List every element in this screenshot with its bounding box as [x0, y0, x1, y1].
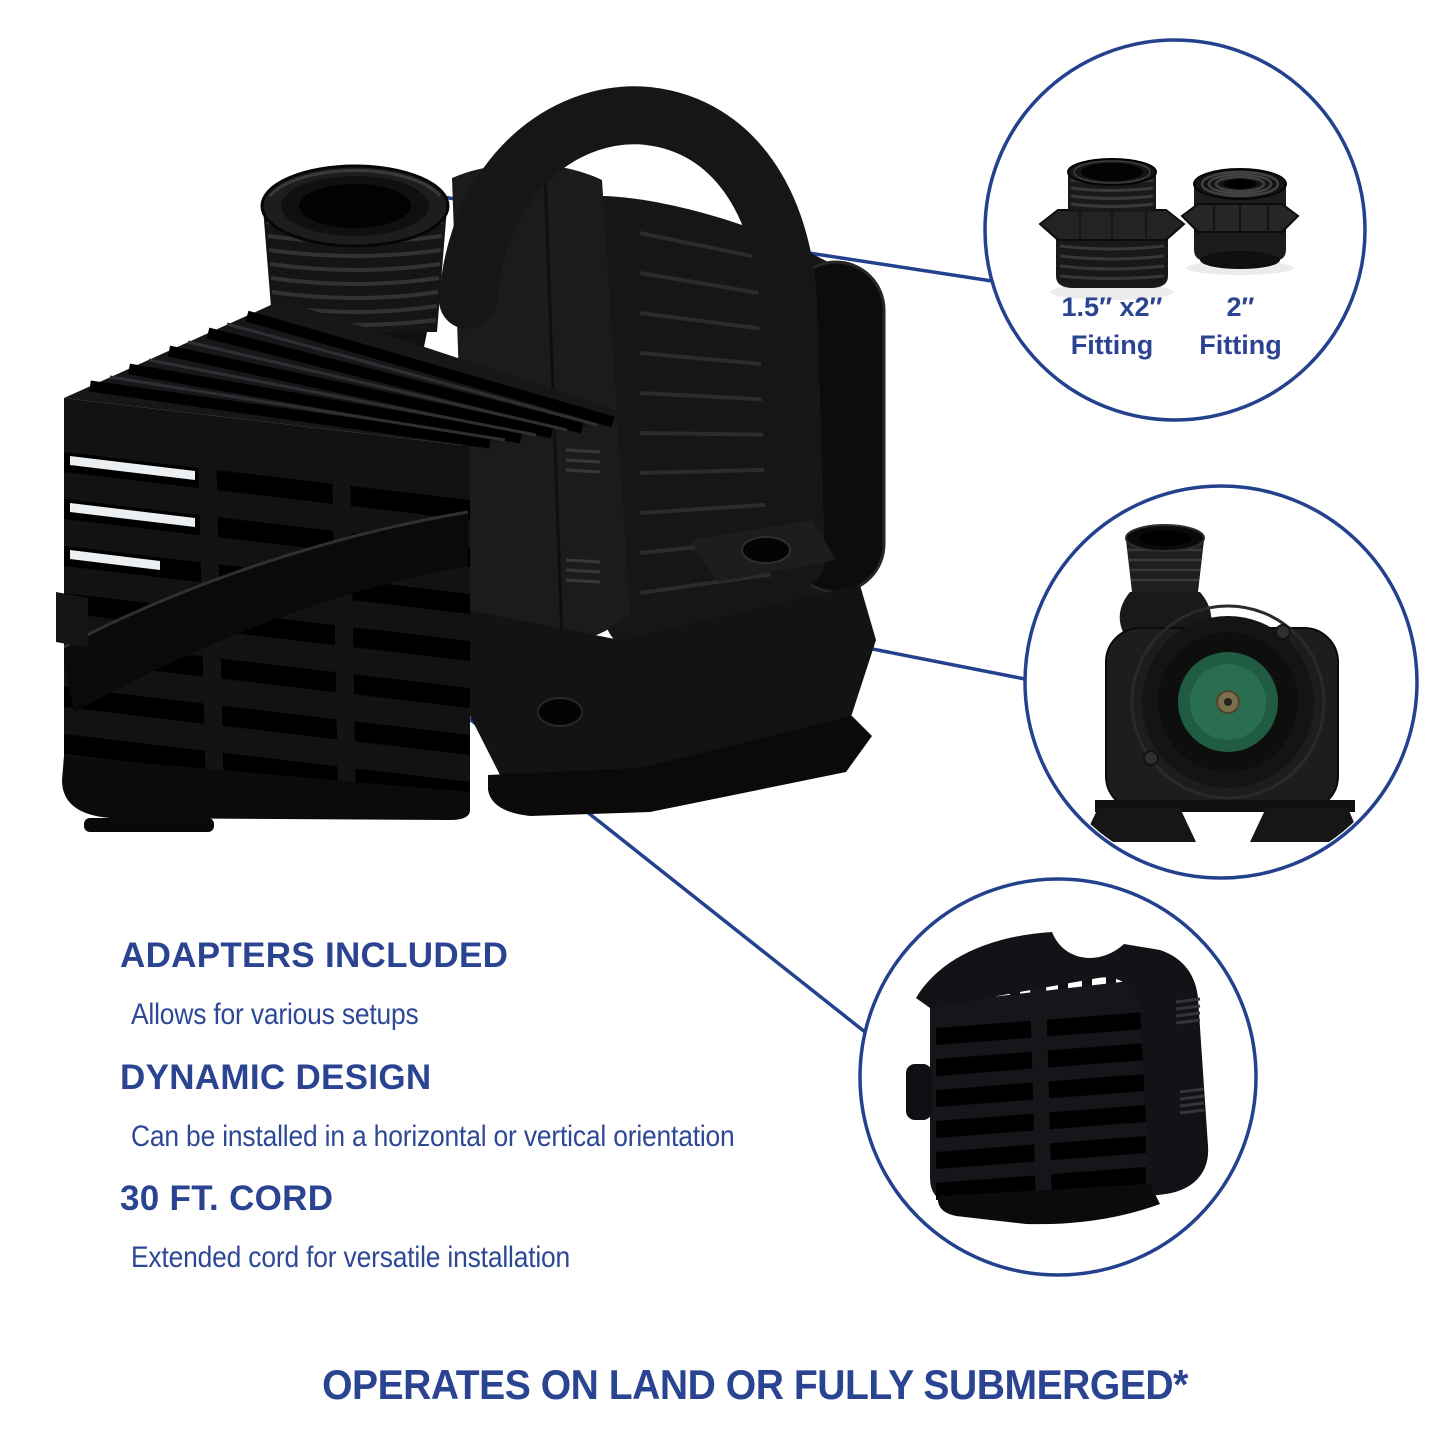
feature-title-design: DYNAMIC DESIGN: [120, 1058, 432, 1097]
fitting-type-label: Fitting: [1199, 330, 1282, 360]
feature-title-adapters: ADAPTERS INCLUDED: [120, 936, 509, 975]
feature-title-cord: 30 FT. CORD: [120, 1179, 334, 1218]
pump-handle: [439, 86, 825, 589]
pump-main-photo: [56, 86, 886, 832]
fitting-size-label: 1.5″ x2″: [1061, 292, 1163, 322]
fitting-label-left: 1.5″ x2″ Fitting: [1027, 288, 1197, 364]
fitting-size-label: 2″: [1226, 292, 1255, 322]
intake-cage-photo: [906, 932, 1209, 1225]
fitting-adapters-photo: [1038, 158, 1300, 300]
fitting-type-label: Fitting: [1070, 330, 1154, 360]
fitting-label-right: 2″ Fitting: [1163, 288, 1318, 364]
feature-description-adapters: Allows for various setups: [131, 998, 419, 1031]
footer-note: OPERATES ON LAND OR FULLY SUBMERGED*: [322, 1361, 1188, 1408]
feature-description-cord: Extended cord for versatile installation: [131, 1241, 571, 1274]
pump-rear-photo: [1082, 524, 1362, 842]
feature-description-design: Can be installed in a horizontal or vert…: [131, 1120, 735, 1153]
